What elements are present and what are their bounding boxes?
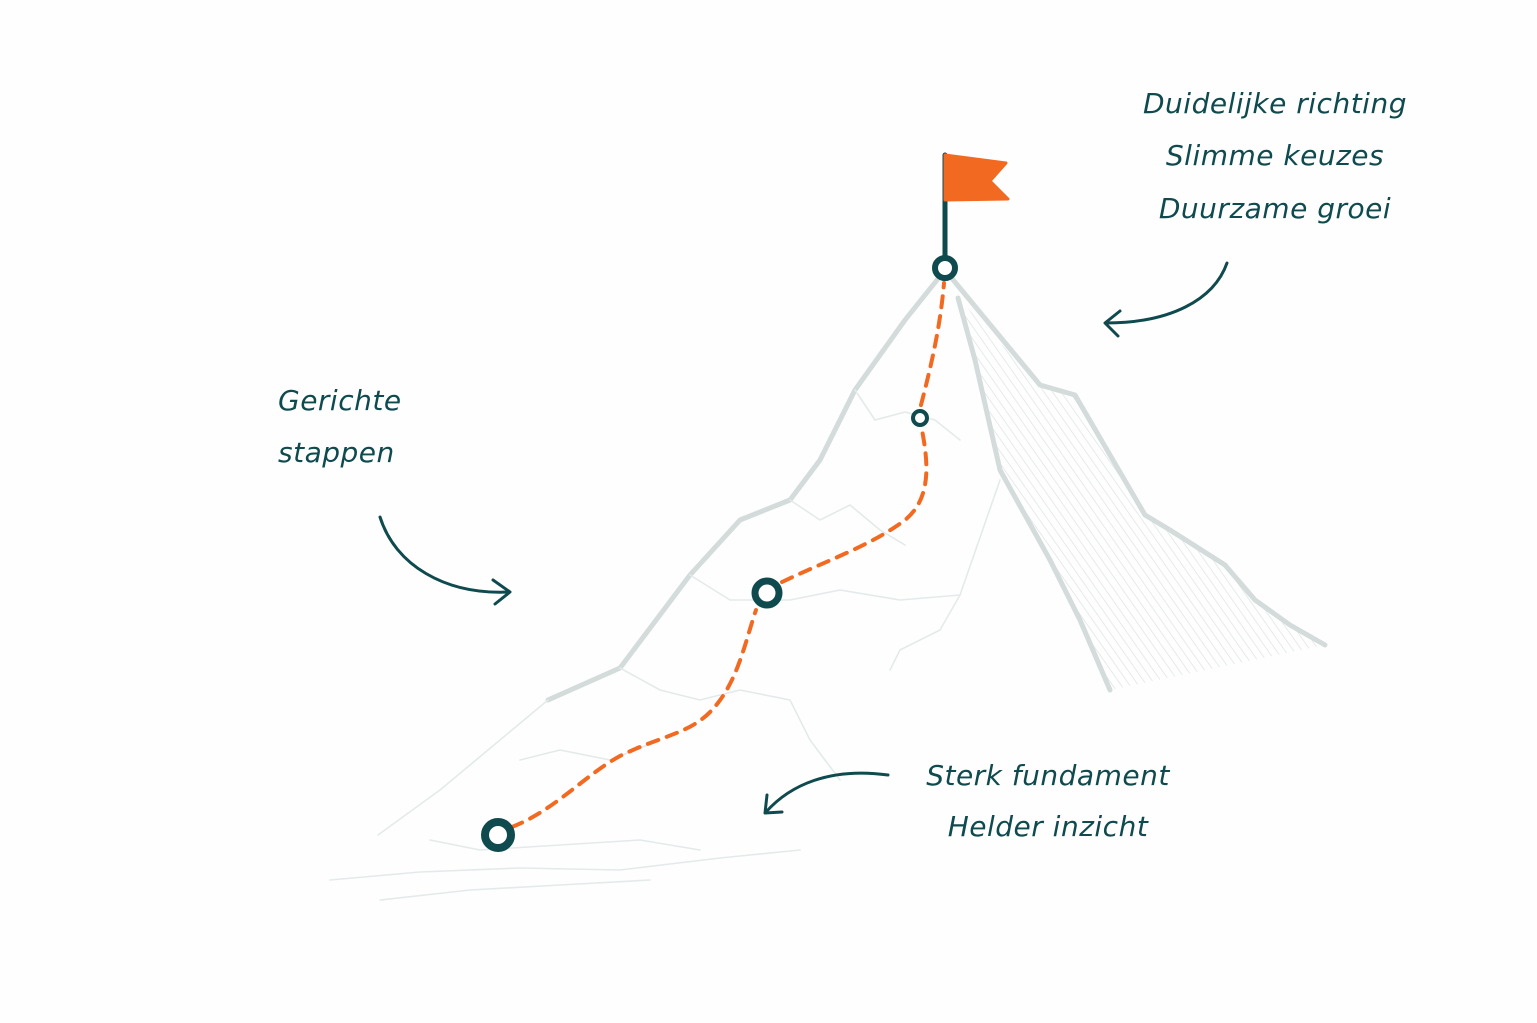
arrow-to-base-icon bbox=[763, 771, 890, 815]
summit-annotation: Duidelijke richting Slimme keuzes Duurza… bbox=[1143, 87, 1407, 225]
route-segment-base-to-midway bbox=[510, 608, 758, 829]
mountain bbox=[329, 267, 1328, 901]
mountain-base-line bbox=[329, 849, 801, 881]
waypoint-small-icon bbox=[911, 409, 929, 427]
mountain-crack bbox=[789, 499, 906, 546]
flag-icon bbox=[942, 152, 1010, 261]
flag-cloth bbox=[943, 153, 1010, 202]
mountain-left-ridge bbox=[545, 267, 948, 703]
mountain-crack bbox=[429, 839, 701, 851]
arrow-head bbox=[491, 578, 512, 606]
annotation-line: Duurzame groei bbox=[1159, 192, 1391, 225]
annotation-line: Sterk fundament bbox=[926, 759, 1170, 792]
annotation-line: Gerichte bbox=[278, 384, 402, 417]
mountain-crack bbox=[854, 389, 961, 441]
annotation-line: Slimme keuzes bbox=[1166, 139, 1384, 172]
annotation-line: stappen bbox=[278, 436, 395, 469]
mountain-crack bbox=[619, 667, 841, 781]
summit-milestone-icon bbox=[932, 255, 958, 281]
mountain-inner-ridge bbox=[955, 295, 1113, 693]
arrow-shaft bbox=[764, 771, 890, 814]
arrow-shaft bbox=[1104, 261, 1229, 325]
mountain-right-ridge bbox=[942, 267, 1328, 648]
route-segment-midway-to-waypoint bbox=[780, 428, 929, 584]
mountain-crack bbox=[689, 479, 1001, 601]
mountain-shaded-face bbox=[958, 298, 1325, 690]
arrow-to-middle-icon bbox=[378, 515, 512, 606]
mountain-foot-line bbox=[377, 699, 549, 836]
middle-annotation: Gerichte stappen bbox=[278, 384, 402, 469]
arrow-shaft bbox=[378, 515, 511, 594]
arrow-head bbox=[1103, 309, 1122, 338]
base-annotation: Sterk fundament Helder inzicht bbox=[926, 759, 1170, 843]
base-milestone-icon bbox=[481, 818, 515, 852]
mountain-crack bbox=[519, 739, 661, 761]
annotation-line: Duidelijke richting bbox=[1143, 87, 1407, 120]
annotation-line: Helder inzicht bbox=[948, 810, 1149, 843]
mountain-crack bbox=[889, 594, 961, 671]
arrow-head bbox=[763, 793, 784, 815]
route-segment-waypoint-to-summit bbox=[919, 281, 946, 407]
midway-milestone-icon bbox=[751, 577, 783, 609]
route bbox=[510, 281, 946, 829]
arrow-to-summit-icon bbox=[1103, 261, 1229, 338]
mountain-base-line-2 bbox=[379, 879, 651, 901]
